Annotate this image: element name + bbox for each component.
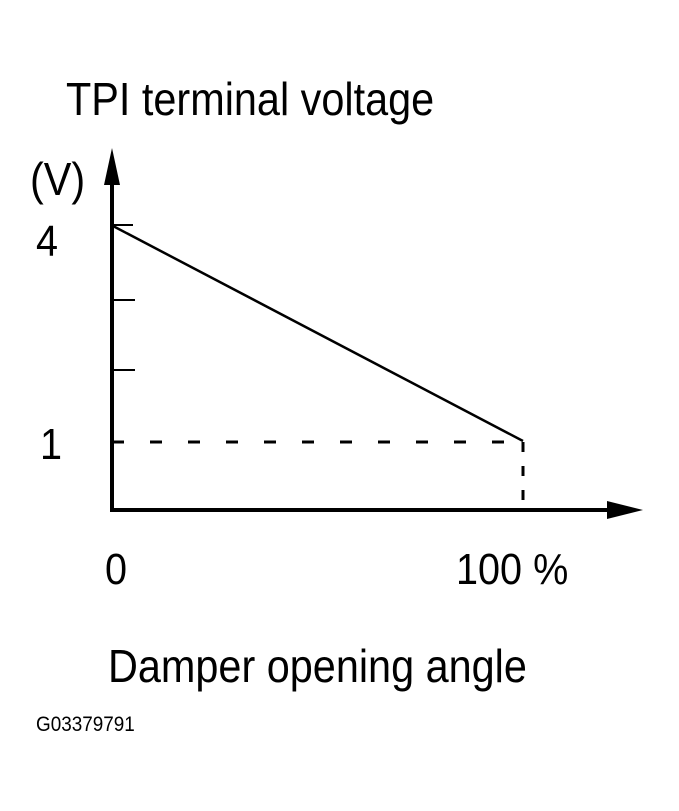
y-axis-arrow-icon	[104, 148, 120, 185]
chart-title: TPI terminal voltage	[66, 73, 435, 125]
x-tick-label-100: 100 %	[456, 545, 569, 594]
y-axis-unit: (V)	[30, 153, 86, 205]
x-axis-arrow-icon	[607, 501, 643, 519]
data-line	[112, 224, 524, 443]
figure-code: G03379791	[36, 713, 135, 736]
x-tick-label-0: 0	[105, 545, 128, 594]
x-axis-label: Damper opening angle	[108, 640, 527, 692]
y-tick-label-1: 1	[40, 420, 63, 469]
y-tick-label-4: 4	[36, 217, 59, 266]
